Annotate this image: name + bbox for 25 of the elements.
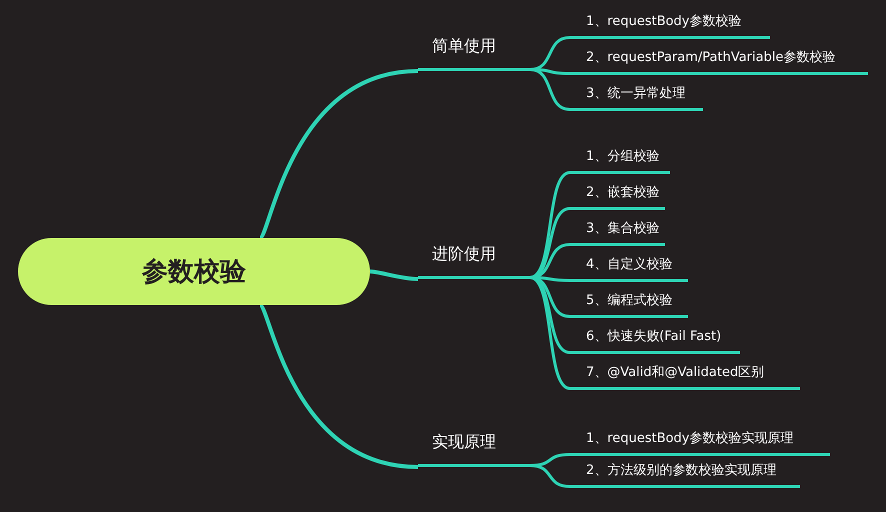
subtopic: 5、编程式校验 (570, 291, 688, 318)
branch-topic: 实现原理 (418, 432, 530, 467)
subtopic: 6、快速失败(Fail Fast) (570, 327, 740, 354)
branch-line (370, 270, 418, 281)
branch-line (258, 69, 418, 240)
subtopic: 2、requestParam/PathVariable参数校验 (570, 48, 868, 75)
branch-line (530, 464, 570, 488)
subtopic: 2、方法级别的参数校验实现原理 (570, 461, 800, 488)
branch-line (258, 304, 418, 469)
subtopic: 1、requestBody参数校验实现原理 (570, 429, 830, 456)
branch-line (530, 276, 570, 354)
subtopic: 1、分组校验 (570, 147, 670, 174)
branch-line (529, 276, 571, 390)
branch-topic: 简单使用 (418, 36, 530, 71)
branch-line (530, 276, 570, 318)
branch-topic: 进阶使用 (418, 244, 530, 279)
subtopic: 3、统一异常处理 (570, 84, 703, 111)
branch-line (530, 68, 570, 111)
subtopic: 4、自定义校验 (570, 255, 688, 282)
subtopic: 1、requestBody参数校验 (570, 12, 770, 39)
subtopic: 3、集合校验 (570, 219, 665, 246)
subtopic: 7、@Valid和@Validated区别 (570, 363, 800, 390)
root-topic: 参数校验 (18, 238, 370, 305)
subtopic: 2、嵌套校验 (570, 183, 665, 210)
branch-line (530, 207, 570, 279)
